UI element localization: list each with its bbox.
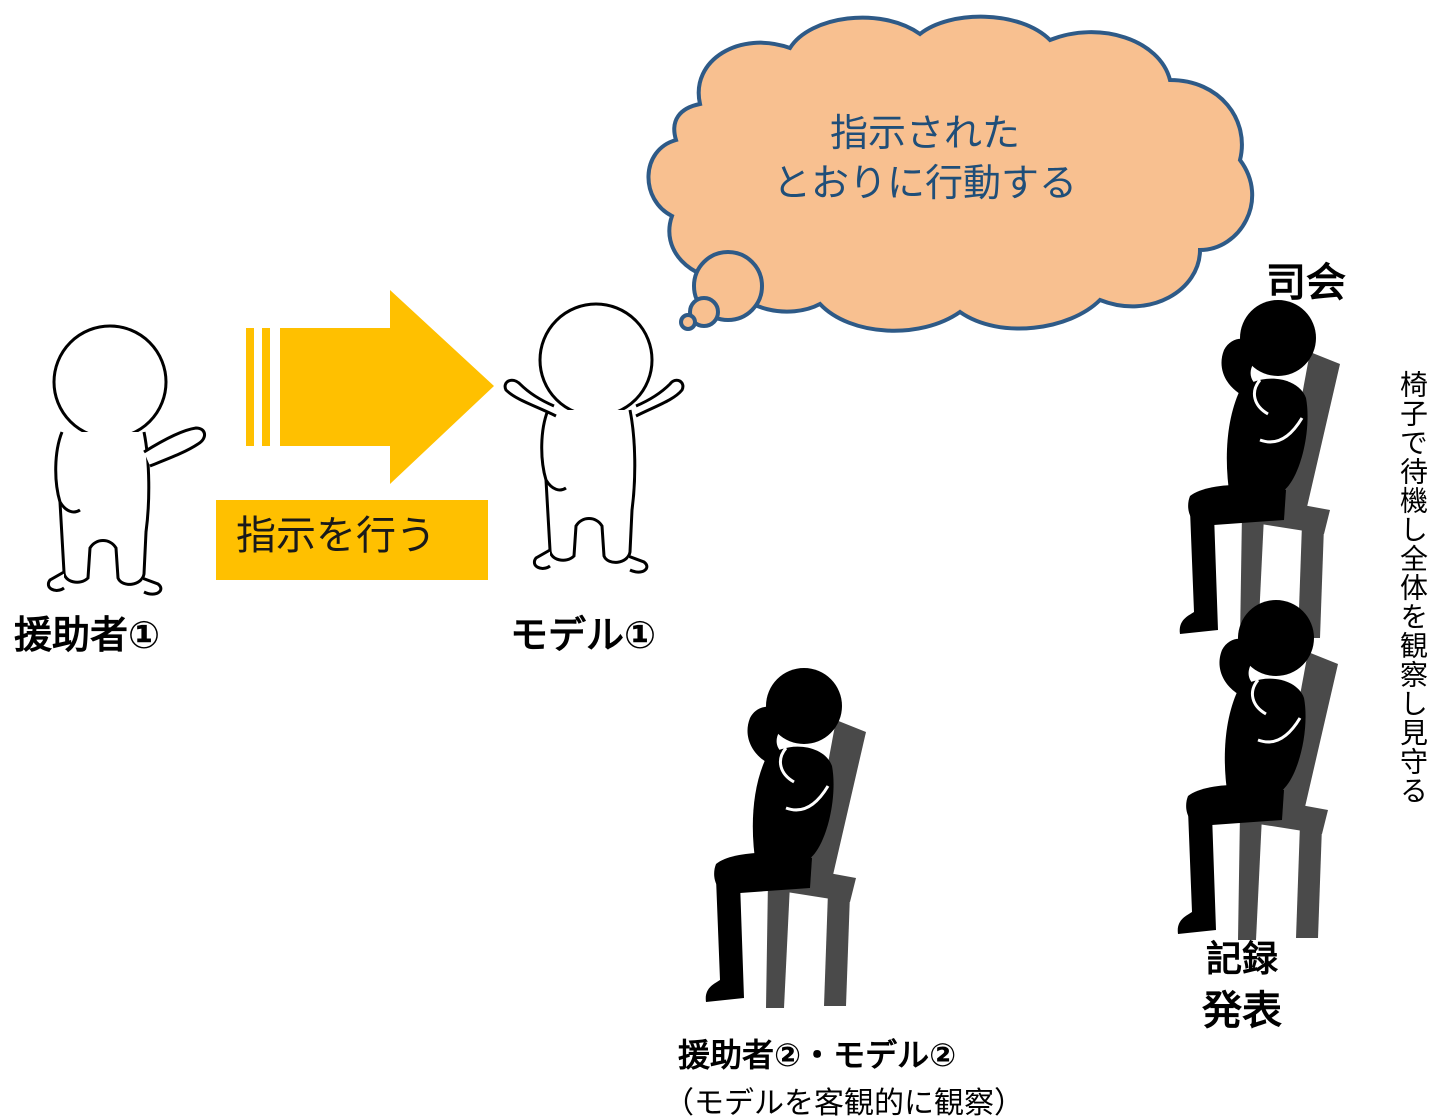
moderator-seated-figure-icon	[1178, 298, 1342, 642]
moderator-label: 司会	[1266, 260, 1346, 306]
helper1-figure-icon	[46, 324, 206, 596]
helper1-label: 援助者①	[14, 613, 161, 657]
vertical-note: 椅子で待機し全体を観察し見守る	[1396, 370, 1429, 805]
model1-figure-icon	[503, 302, 685, 574]
instruction-label: 指示を行う	[236, 513, 436, 559]
thought-bubble-text: 指示された とおりに行動する	[740, 108, 1110, 208]
thought-line-1: 指示された	[829, 111, 1020, 155]
thought-cloud-icon	[646, 14, 1255, 333]
arrow-right-icon	[246, 290, 494, 484]
helper2-model2-label: 援助者②・モデル②	[678, 1036, 957, 1074]
observe-note: （モデルを客観的に観察）	[664, 1086, 1024, 1118]
thought-line-2: とおりに行動する	[772, 161, 1077, 205]
model1-label: モデル①	[510, 613, 657, 657]
helper2-seated-figure-icon	[704, 666, 868, 1010]
presenter-label: 発表	[1202, 988, 1282, 1034]
recorder-seated-figure-icon	[1176, 598, 1340, 942]
recorder-label: 記録	[1206, 939, 1279, 980]
instruction-label-box	[216, 500, 488, 580]
